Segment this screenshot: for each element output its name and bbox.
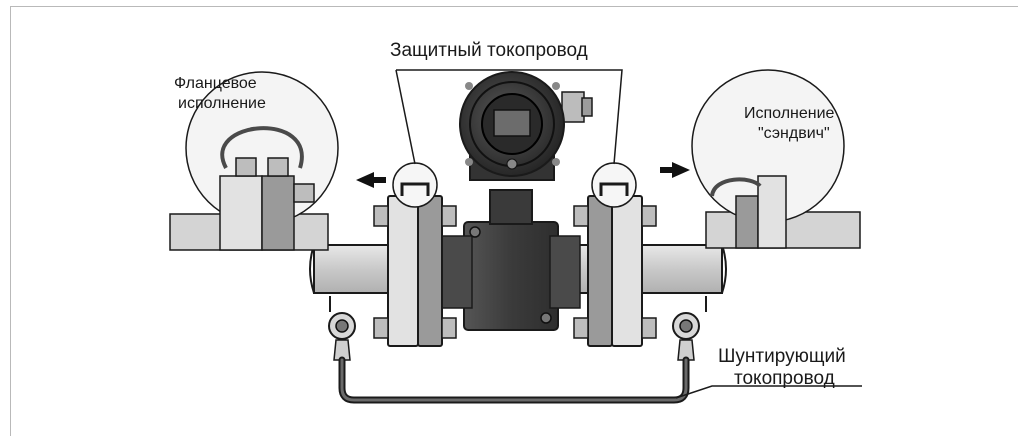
shunt-conductor-cable <box>338 356 690 404</box>
protective-conductor-left-detail <box>392 162 438 208</box>
left-flange-pair <box>373 195 457 347</box>
label-flange-line1: Фланцевое <box>174 75 257 92</box>
right-flange-bolts <box>573 205 657 339</box>
label-sandwich-line1: Исполнение <box>744 105 835 122</box>
shunt-conductor-cable-highlight <box>340 358 688 402</box>
leader-protective-top <box>396 69 623 165</box>
leader-shunt <box>675 385 862 399</box>
flange-version-detail <box>169 71 339 251</box>
label-sandwich-line2: "сэндвич" <box>758 125 830 142</box>
protective-conductor-right-detail <box>591 162 637 208</box>
left-flange-bolts <box>373 205 457 339</box>
label-protective-conductor: Защитный токопровод <box>390 40 588 61</box>
flowmeter-sensor-body <box>441 189 581 331</box>
right-flange-pair <box>573 195 657 347</box>
frame-top-border <box>10 6 1018 7</box>
arrow-left-icon <box>356 172 386 188</box>
left-ground-lug <box>328 296 356 361</box>
transmitter-head <box>459 71 593 181</box>
label-flange-line2: исполнение <box>178 95 266 112</box>
leader-protective <box>395 69 416 165</box>
sandwich-version-detail <box>691 69 861 249</box>
arrow-right-icon <box>660 162 690 178</box>
label-shunt-line2: токопровод <box>734 368 835 389</box>
frame-left-border <box>10 6 11 436</box>
right-ground-lug <box>672 296 707 361</box>
label-shunt-line1: Шунтирующий <box>718 346 846 367</box>
